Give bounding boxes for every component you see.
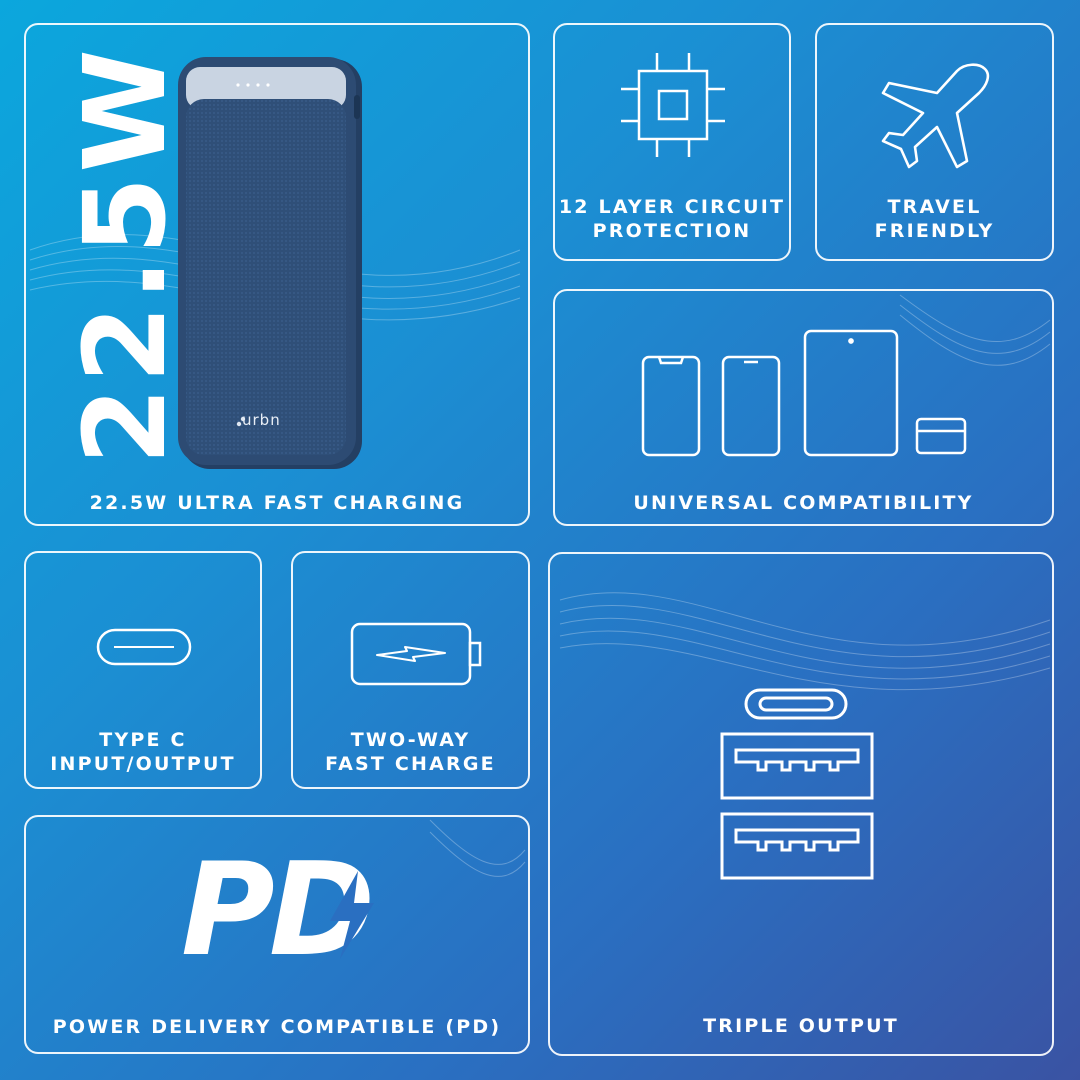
brand-logo: urbn	[242, 411, 281, 429]
chip-icon	[621, 53, 725, 157]
triple-output-label: TRIPLE OUTPUT	[703, 1015, 899, 1037]
watt-text: 22.5W	[61, 45, 191, 465]
usb-c-port-icon	[96, 628, 192, 666]
card-circuit-protection: 12 LAYER CIRCUIT PROTECTION	[553, 23, 791, 261]
airplane-icon	[881, 63, 990, 169]
battery-bolt-icon	[350, 622, 482, 686]
card-type-c: TYPE C INPUT/OUTPUT	[24, 551, 262, 789]
devices-icon	[641, 329, 967, 457]
two-way-fast-charge-label: TWO-WAY FAST CHARGE	[325, 729, 496, 775]
circuit-protection-label: 12 LAYER CIRCUIT PROTECTION	[558, 196, 786, 242]
fast-charging-label: 22.5W ULTRA FAST CHARGING	[89, 492, 465, 514]
usb-c-port-icon	[744, 688, 848, 720]
tablet-icon	[803, 329, 899, 457]
powerbank-image	[178, 57, 362, 469]
card-travel-friendly: TRAVEL FRIENDLY	[815, 23, 1054, 261]
universal-compatibility-label: UNIVERSAL COMPATIBILITY	[633, 492, 974, 514]
card-universal-compatibility: UNIVERSAL COMPATIBILITY	[553, 289, 1054, 526]
power-delivery-label: POWER DELIVERY COMPATIBLE (PD)	[52, 1016, 502, 1038]
card-icon	[915, 417, 967, 455]
card-fast-charging: 22.5W urbn 22.5W ULTRA FAST CHARGING	[24, 23, 530, 526]
bolt-icon	[330, 871, 374, 959]
usb-a-port-icon	[720, 812, 874, 880]
card-power-delivery: PD POWER DELIVERY COMPATIBLE (PD)	[24, 815, 530, 1054]
type-c-label: TYPE C INPUT/OUTPUT	[50, 729, 236, 775]
card-triple-output: TRIPLE OUTPUT	[548, 552, 1054, 1056]
travel-friendly-label: TRAVEL FRIENDLY	[874, 196, 995, 242]
ports-icon	[720, 688, 874, 880]
phone-icon	[721, 355, 781, 457]
card-two-way-fast-charge: TWO-WAY FAST CHARGE	[291, 551, 530, 789]
usb-a-port-icon	[720, 732, 874, 800]
phone-icon	[641, 355, 701, 457]
